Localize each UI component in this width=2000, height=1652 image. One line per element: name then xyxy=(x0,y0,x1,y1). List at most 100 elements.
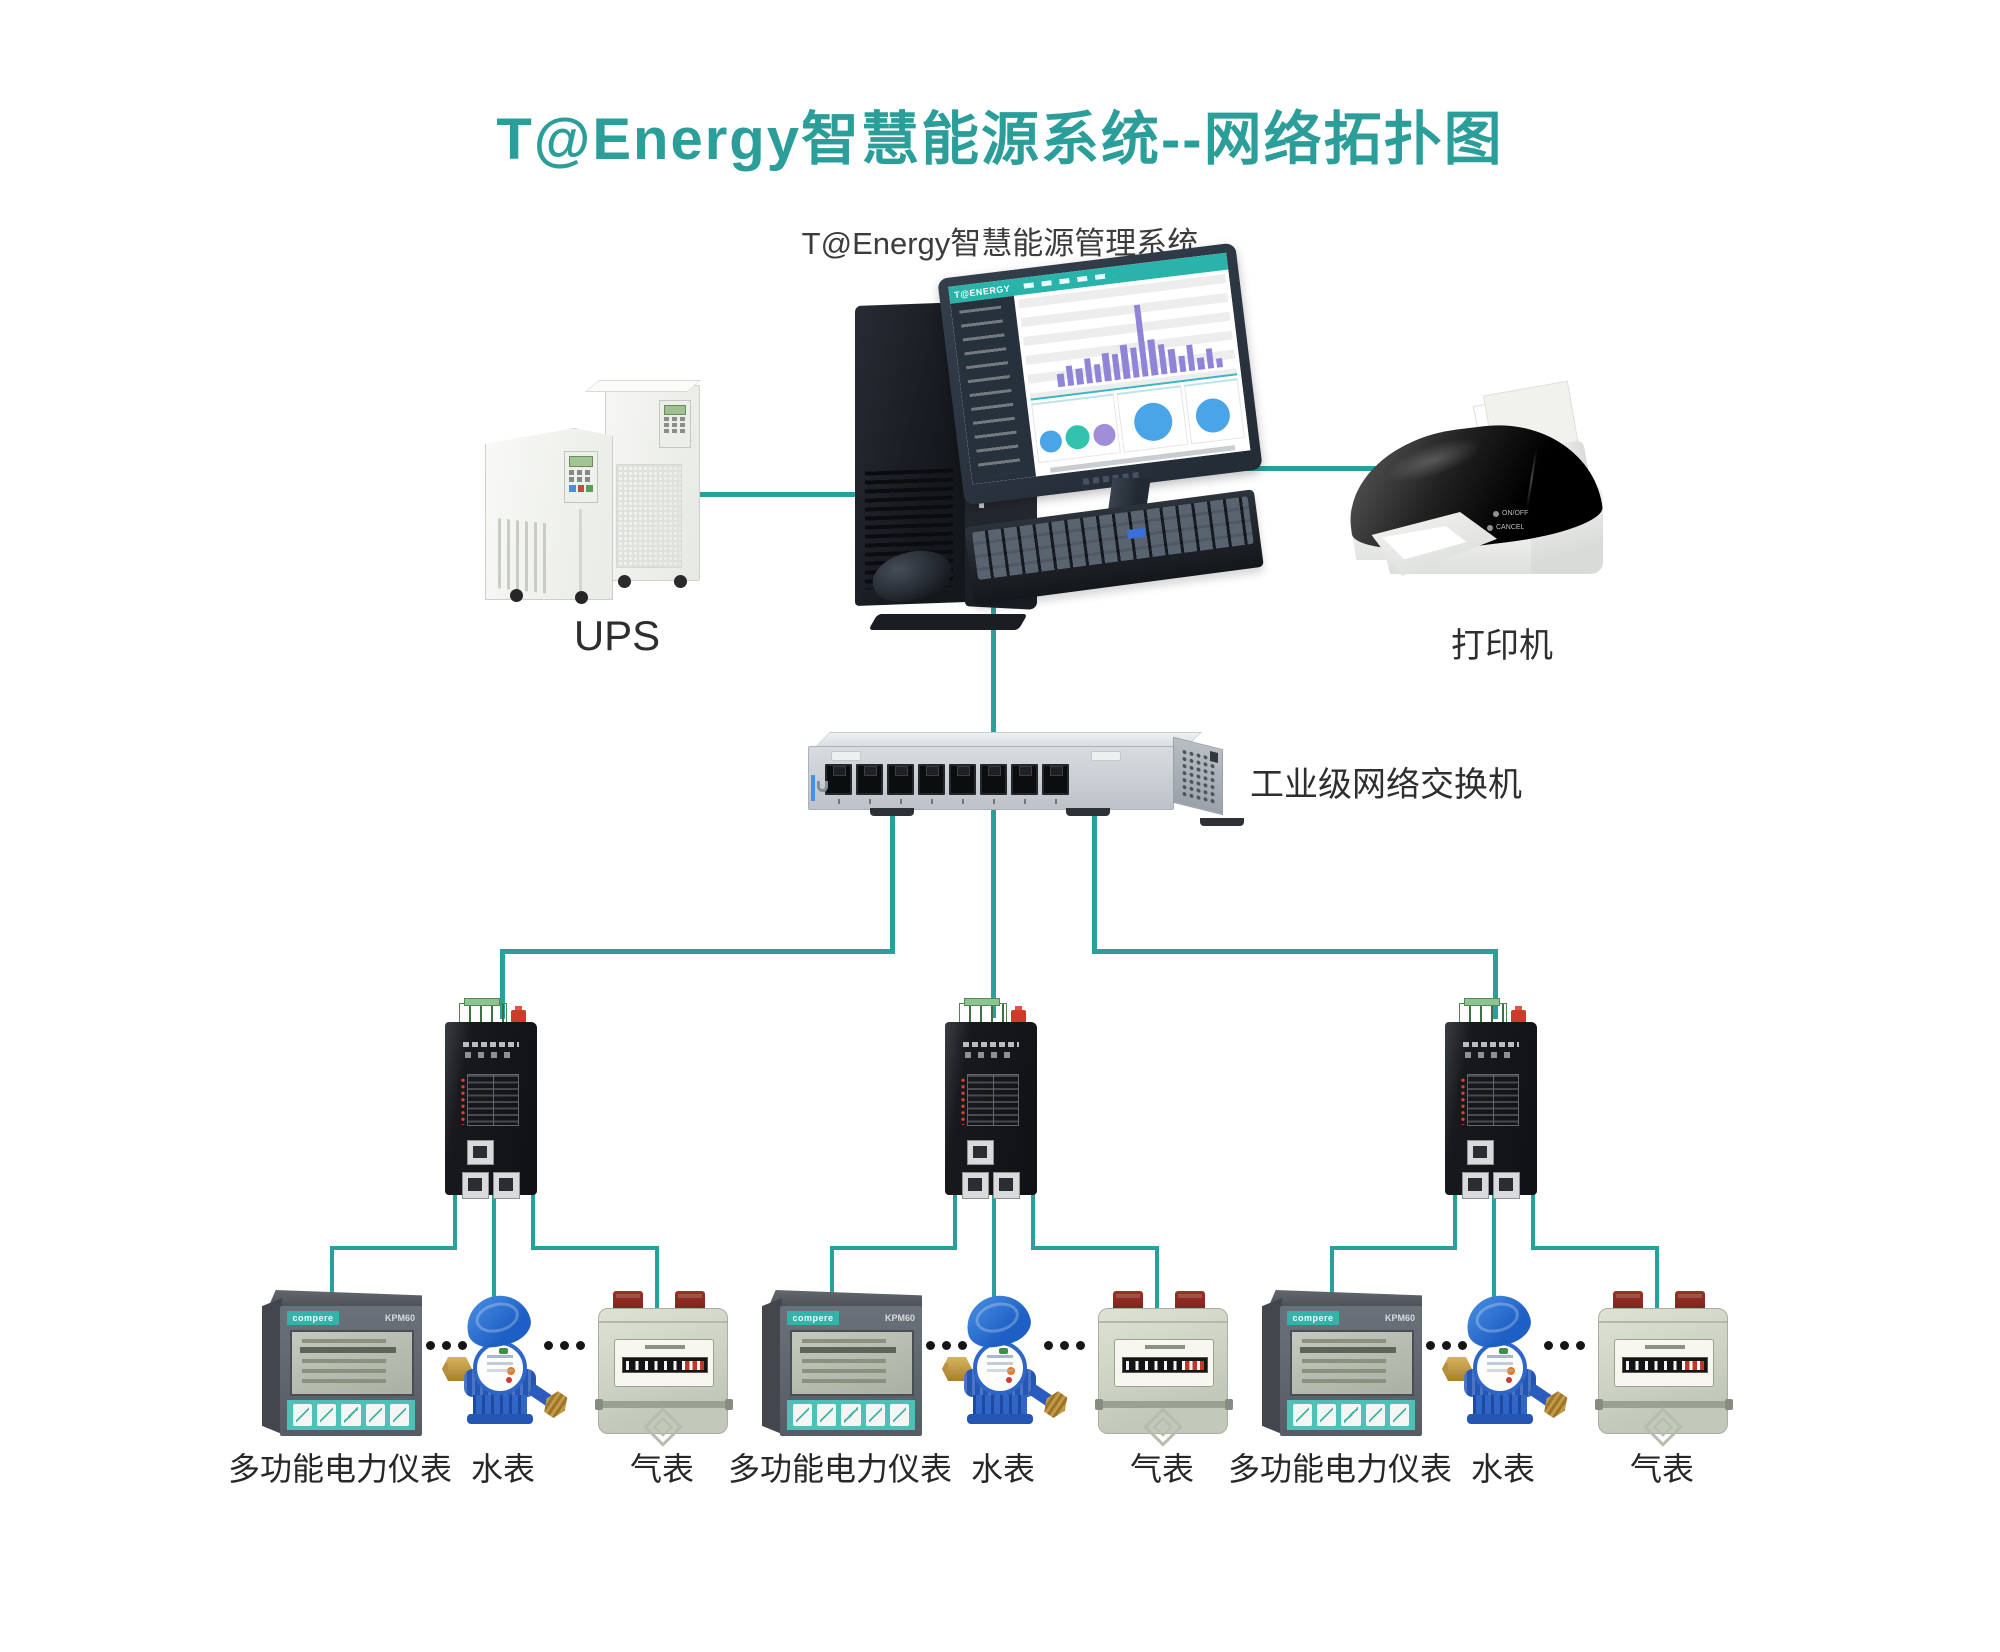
water-meter-dial-icon xyxy=(473,1341,527,1395)
management-computer: T@ENERGY xyxy=(850,242,1370,630)
ups-vent-slats-icon xyxy=(498,518,550,594)
gas-meter-device xyxy=(1095,1288,1233,1447)
antenna-icon xyxy=(1511,1006,1526,1023)
led-indicators-icon xyxy=(960,1074,1019,1126)
wire-gateway-gas xyxy=(531,1246,659,1250)
wire-gateway-power xyxy=(830,1246,834,1298)
ethernet-port-icon xyxy=(967,1140,994,1165)
wire-gateway-power xyxy=(330,1246,334,1298)
wire-gateway-gas xyxy=(1531,1190,1535,1250)
power-meter-label: 多功能电力仪表 xyxy=(727,1451,952,1487)
meter-group: compere KPM60 xyxy=(1228,998,1740,1520)
printer-label: 打印机 xyxy=(1451,627,1553,665)
network-switch xyxy=(808,730,1228,822)
gas-meter-counter xyxy=(1614,1339,1714,1387)
wire-gateway-power xyxy=(453,1190,457,1250)
power-meter-brand: compere xyxy=(1287,1311,1339,1325)
gas-meter-logo-icon xyxy=(1643,1407,1683,1447)
wire-gateway-power xyxy=(1330,1246,1457,1250)
wire-computer-switch xyxy=(991,572,996,747)
ellipsis-dots xyxy=(426,1341,467,1350)
ellipsis-dots xyxy=(1426,1341,1467,1350)
power-meter-buttons-icon xyxy=(287,1400,415,1430)
ethernet-ports-icon xyxy=(962,1172,1020,1199)
antenna-icon xyxy=(1011,1006,1026,1023)
serial-gateway xyxy=(1445,998,1537,1199)
gas-meter-device xyxy=(1595,1288,1733,1447)
power-meter-brand: compere xyxy=(287,1311,339,1325)
screen-pie1 xyxy=(1116,385,1189,453)
meter-group: compere KPM60 xyxy=(228,998,740,1520)
gas-meter-label: 气表 xyxy=(629,1451,694,1487)
wire-switch-gateway3-h xyxy=(1092,949,1498,954)
ethernet-port-icon xyxy=(467,1140,494,1165)
power-meter-model: KPM60 xyxy=(884,1313,915,1323)
ellipsis-dots xyxy=(1544,1341,1585,1350)
ellipsis-dots xyxy=(1044,1341,1085,1350)
wire-switch-gateway3-v2 xyxy=(1493,949,1498,1019)
water-meter-label: 水表 xyxy=(970,1451,1035,1487)
power-meter-model: KPM60 xyxy=(1384,1313,1415,1323)
power-meter-device: compere KPM60 xyxy=(1262,1290,1422,1440)
dashboard-screen: T@ENERGY xyxy=(948,252,1251,485)
printer-power-button: ON/OFF xyxy=(1493,510,1528,517)
water-meter-cap-icon xyxy=(960,1289,1036,1353)
page-title: T@Energy智慧能源系统--网络拓扑图 xyxy=(496,107,1504,172)
water-meter-label: 水表 xyxy=(1470,1451,1535,1487)
gas-meter-label: 气表 xyxy=(1129,1451,1194,1487)
switch-led-icon xyxy=(811,775,815,801)
water-meter-cap-icon xyxy=(1460,1289,1536,1353)
wire-gateway-power xyxy=(1453,1190,1457,1250)
wire-ups-computer xyxy=(695,492,863,497)
wire-switch-gateway1-v xyxy=(890,808,895,954)
wire-gateway-power xyxy=(330,1246,457,1250)
wire-switch-gateway1-v2 xyxy=(500,949,505,1019)
screen-donuts xyxy=(1031,393,1122,464)
ups-device xyxy=(480,380,710,610)
wire-computer-printer xyxy=(1240,466,1382,471)
gas-meter-label: 气表 xyxy=(1629,1451,1694,1487)
wire-gateway-water xyxy=(1492,1190,1496,1300)
wire-gateway-gas xyxy=(1155,1246,1159,1318)
water-meter-label: 水表 xyxy=(470,1451,535,1487)
serial-gateway xyxy=(945,998,1037,1199)
power-meter-device: compere KPM60 xyxy=(762,1290,922,1440)
power-meter-lcd-icon xyxy=(790,1330,914,1396)
led-indicators-icon xyxy=(460,1074,519,1126)
power-meter-lcd-icon xyxy=(1290,1330,1414,1396)
water-meter-device xyxy=(440,1289,570,1435)
gas-meter-counter xyxy=(1114,1339,1214,1387)
wire-gateway-gas xyxy=(531,1190,535,1250)
water-meter-dial-icon xyxy=(973,1341,1027,1395)
wire-gateway-gas xyxy=(1531,1246,1659,1250)
terminal-block-icon xyxy=(1459,998,1507,1024)
wire-gateway-power xyxy=(953,1190,957,1250)
power-meter-brand: compere xyxy=(787,1311,839,1325)
screen-pie2 xyxy=(1183,378,1245,445)
ups-tower-front xyxy=(485,428,613,600)
ellipsis-dots xyxy=(926,1341,967,1350)
meter-group: compere KPM60 xyxy=(728,998,1240,1520)
gas-meter-device xyxy=(595,1288,733,1447)
power-meter-label: 多功能电力仪表 xyxy=(227,1451,452,1487)
water-meter-dial-icon xyxy=(1473,1341,1527,1395)
led-indicators-icon xyxy=(1460,1074,1519,1126)
ethernet-ports-icon xyxy=(1462,1172,1520,1199)
terminal-block-icon xyxy=(459,998,507,1024)
antenna-icon xyxy=(511,1006,526,1023)
power-meter-model: KPM60 xyxy=(384,1313,415,1323)
water-meter-device xyxy=(940,1289,1070,1435)
printer-cancel-button: CANCEL xyxy=(1487,524,1524,531)
ethernet-ports-icon xyxy=(462,1172,520,1199)
gas-meter-logo-icon xyxy=(643,1407,683,1447)
ups-control-panel-icon xyxy=(564,451,598,503)
wire-gateway-water xyxy=(492,1190,496,1300)
wire-gateway-gas xyxy=(1031,1190,1035,1250)
wire-gateway-gas xyxy=(655,1246,659,1318)
water-meter-device xyxy=(1440,1289,1570,1435)
gas-meter-logo-icon xyxy=(1143,1407,1183,1447)
switch-label: 工业级网络交换机 xyxy=(1250,766,1522,804)
water-meter-cap-icon xyxy=(460,1289,536,1353)
ups-vent-grill-icon xyxy=(616,464,682,568)
power-meter-buttons-icon xyxy=(787,1400,915,1430)
